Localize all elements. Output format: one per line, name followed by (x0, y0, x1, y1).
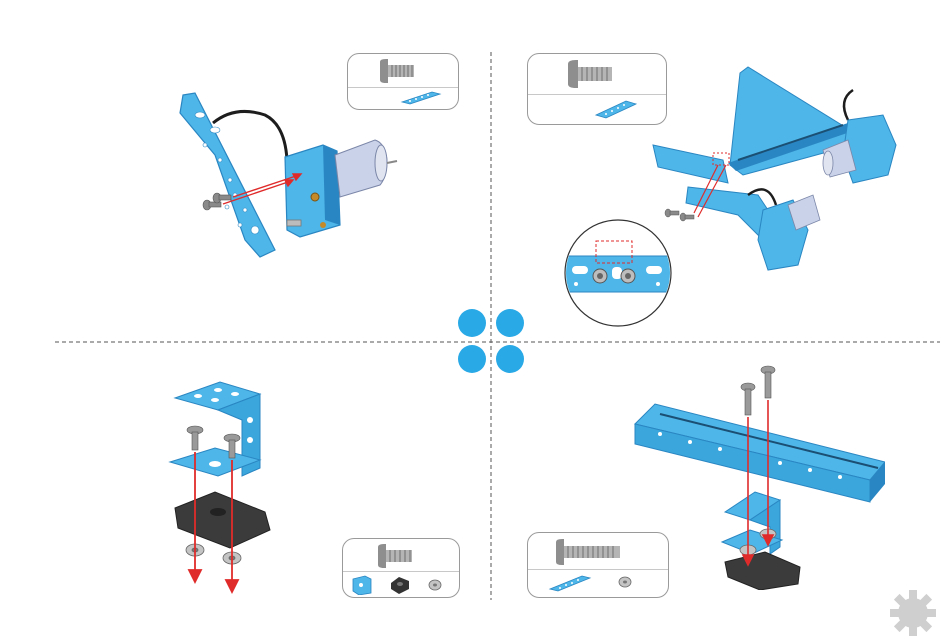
beam-icon (594, 98, 638, 120)
screw-icon (376, 543, 416, 569)
bracket-clamp-assembly (160, 380, 290, 595)
motor-bracket-assembly (175, 85, 415, 265)
parts-box-step-3 (342, 538, 460, 598)
nut-icon (428, 579, 442, 591)
gear-icon (888, 588, 938, 638)
long-screws (741, 366, 775, 415)
step-dot-3 (458, 345, 486, 373)
screw-icon (566, 59, 616, 89)
screw-icon (378, 58, 418, 84)
beam-icon (548, 573, 592, 593)
step-dot-4 (496, 345, 524, 373)
bracket-plate (180, 93, 275, 257)
right-motor (843, 115, 896, 183)
bracket-icon (351, 575, 373, 595)
clamp-part (175, 492, 270, 548)
right-cable (844, 90, 853, 120)
detail-zoom (562, 218, 674, 328)
parts-box-step-2 (527, 53, 667, 125)
clamp-icon (389, 575, 411, 595)
long-screw-icon (554, 538, 622, 566)
step-dot-1 (458, 309, 486, 337)
step-dot-2 (496, 309, 524, 337)
nut-icon (618, 576, 632, 588)
frame-assembly (648, 65, 900, 275)
short-beam (653, 145, 728, 183)
parts-box-step-4 (527, 532, 669, 598)
clamp-part (725, 552, 800, 590)
